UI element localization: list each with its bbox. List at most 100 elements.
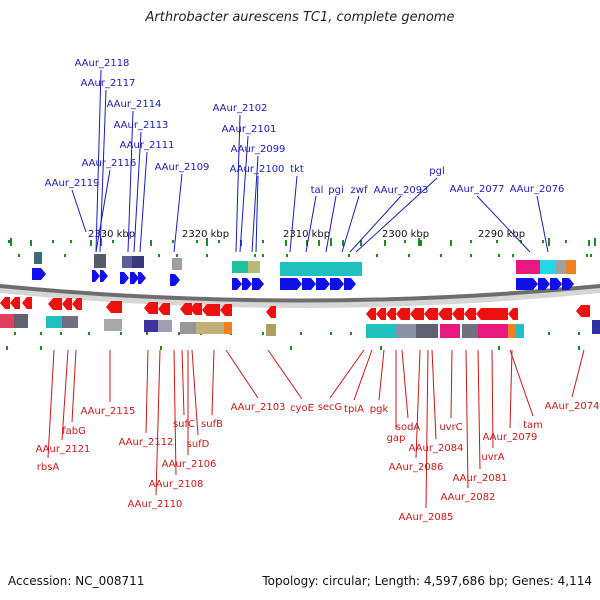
ruler-tick	[588, 240, 590, 246]
ruler-tick	[380, 346, 382, 350]
feature-box	[144, 320, 158, 332]
forward-gene-arrow	[92, 270, 100, 282]
ruler-tick	[60, 332, 62, 335]
ruler-tick	[318, 240, 320, 246]
reverse-leader-line	[329, 349, 365, 399]
forward-leader-line	[139, 151, 148, 253]
ruler-tick	[350, 332, 352, 335]
ruler-tick	[172, 240, 174, 243]
reverse-gene-arrow	[410, 308, 424, 320]
accession-label: Accession: NC_008711	[8, 574, 145, 588]
forward-gene-arrow	[344, 278, 356, 290]
reverse-leader-line	[509, 349, 534, 417]
ruler-tick	[262, 240, 264, 243]
map-title: Arthrobacter aurescens TC1, complete gen…	[145, 10, 455, 25]
reverse-leader-line	[571, 349, 585, 398]
forward-gene-label: AAur_2102	[213, 103, 268, 114]
ruler-tick	[420, 240, 422, 246]
reverse-gene-arrow	[158, 303, 170, 315]
forward-gene-arrow	[242, 278, 252, 290]
forward-leader-line	[349, 195, 402, 253]
forward-leader-line	[251, 155, 259, 253]
ruler-tick	[376, 254, 378, 257]
forward-gene-arrow	[302, 278, 316, 290]
forward-gene-arrow	[316, 278, 330, 290]
feature-box	[478, 324, 508, 338]
reverse-gene-label: rbsA	[37, 462, 60, 473]
reverse-gene-label: uvrC	[439, 422, 462, 433]
ruler-tick	[384, 240, 386, 246]
feature-box	[122, 256, 132, 268]
reverse-gene-label: AAur_2110	[128, 499, 183, 510]
reverse-gene-arrow	[366, 308, 376, 320]
reverse-leader-line	[47, 349, 55, 459]
forward-leader-line	[255, 175, 259, 253]
ruler-tick	[158, 254, 160, 257]
reverse-gene-label: AAur_2082	[441, 492, 496, 503]
ruler-label: 2320 kbp	[182, 229, 229, 240]
ruler-tick	[120, 332, 122, 335]
reverse-gene-arrow	[0, 297, 10, 309]
reverse-gene-label: sufB	[201, 419, 223, 430]
forward-leader-line	[325, 195, 337, 253]
reverse-gene-arrow	[576, 305, 590, 317]
reverse-gene-label: AAur_2084	[409, 443, 464, 454]
ruler-tick	[176, 254, 178, 257]
forward-gene-label: AAur_2111	[120, 140, 175, 151]
reverse-gene-arrow	[508, 308, 518, 320]
reverse-gene-label: AAur_2121	[36, 444, 91, 455]
feature-box	[158, 320, 172, 332]
reverse-gene-label: AAur_2103	[231, 402, 286, 413]
reverse-gene-label: tam	[523, 420, 543, 431]
reverse-gene-label: AAur_2079	[483, 432, 538, 443]
forward-gene-arrow	[138, 272, 146, 284]
ruler-tick	[10, 238, 12, 246]
reverse-leader-line	[491, 349, 494, 449]
feature-box	[566, 260, 576, 274]
ruler-tick	[64, 254, 66, 257]
forward-leader-line	[71, 189, 87, 233]
reverse-gene-arrow	[386, 308, 396, 320]
feature-box	[508, 324, 516, 338]
ruler-tick	[498, 254, 500, 257]
feature-box	[14, 314, 28, 328]
reverse-gene-label: AAur_2108	[149, 479, 204, 490]
feature-box	[540, 260, 556, 274]
reverse-gene-label: tpiA	[344, 404, 364, 415]
feature-box	[232, 261, 248, 273]
forward-gene-arrow	[252, 278, 264, 290]
forward-leader-line	[305, 195, 317, 253]
reverse-leader-line	[155, 349, 161, 496]
forward-gene-arrow	[562, 278, 574, 290]
forward-gene-label: AAur_2099	[231, 144, 286, 155]
feature-box	[516, 260, 540, 274]
reverse-leader-line	[225, 349, 259, 399]
ruler-tick	[330, 238, 332, 246]
forward-gene-label: AAur_2101	[222, 124, 277, 135]
reverse-gene-arrow	[452, 308, 464, 320]
reverse-leader-line	[401, 349, 409, 419]
reverse-leader-line	[173, 349, 177, 476]
ruler-tick	[408, 254, 410, 257]
forward-leader-line	[476, 195, 531, 253]
ruler-tick	[578, 332, 580, 335]
backbone-shadow	[0, 287, 600, 308]
ruler-label: 2310 kbp	[283, 229, 330, 240]
ruler-tick	[112, 240, 114, 243]
forward-gene-label: AAur_2113	[114, 120, 169, 131]
reverse-gene-arrow	[476, 308, 508, 320]
feature-box	[462, 324, 478, 338]
reverse-leader-line	[450, 349, 453, 419]
forward-gene-arrow	[330, 278, 344, 290]
forward-leader-line	[173, 173, 183, 253]
feature-box	[196, 322, 224, 334]
reverse-leader-line	[61, 349, 69, 441]
ruler-tick	[306, 240, 308, 246]
forward-gene-arrow	[538, 278, 550, 290]
ruler-tick	[470, 254, 472, 257]
reverse-gene-arrow	[10, 297, 20, 309]
ruler-tick	[578, 346, 580, 350]
reverse-leader-line	[415, 349, 421, 459]
reverse-gene-label: AAur_2106	[162, 459, 217, 470]
